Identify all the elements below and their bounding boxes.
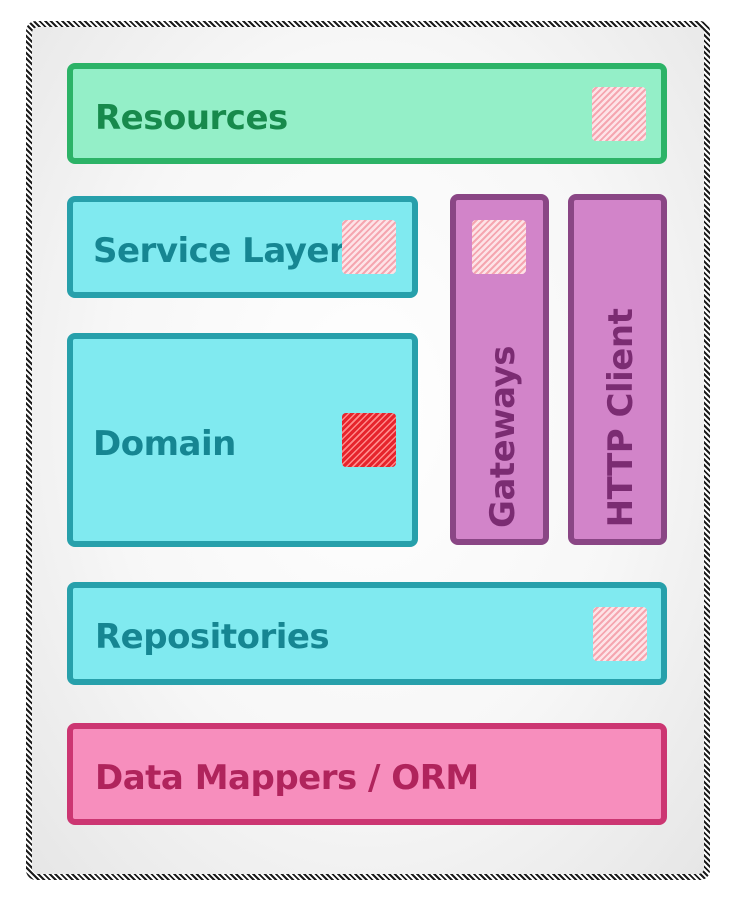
- http-client-label: HTTP Client: [601, 308, 641, 528]
- resources-hatch-marker: [592, 87, 646, 141]
- domain-layer: Domain: [67, 333, 418, 547]
- resources-label: Resources: [95, 98, 288, 138]
- data-mappers-layer: Data Mappers / ORM: [67, 723, 667, 825]
- repositories-label: Repositories: [95, 617, 330, 657]
- gateways-layer: Gateways: [450, 194, 549, 545]
- http-client-layer: HTTP Client: [568, 194, 667, 545]
- service-layer-hatch-marker: [342, 220, 396, 274]
- service-layer: Service Layer: [67, 196, 418, 298]
- domain-label: Domain: [93, 424, 236, 464]
- gateways-hatch-marker: [472, 220, 526, 274]
- repositories-layer: Repositories: [67, 582, 667, 685]
- service-layer-label: Service Layer: [93, 231, 346, 271]
- gateways-label: Gateways: [483, 346, 523, 528]
- data-mappers-label: Data Mappers / ORM: [95, 758, 479, 798]
- resources-layer: Resources: [67, 63, 667, 164]
- domain-hatch-marker: [342, 413, 396, 467]
- repositories-hatch-marker: [593, 607, 647, 661]
